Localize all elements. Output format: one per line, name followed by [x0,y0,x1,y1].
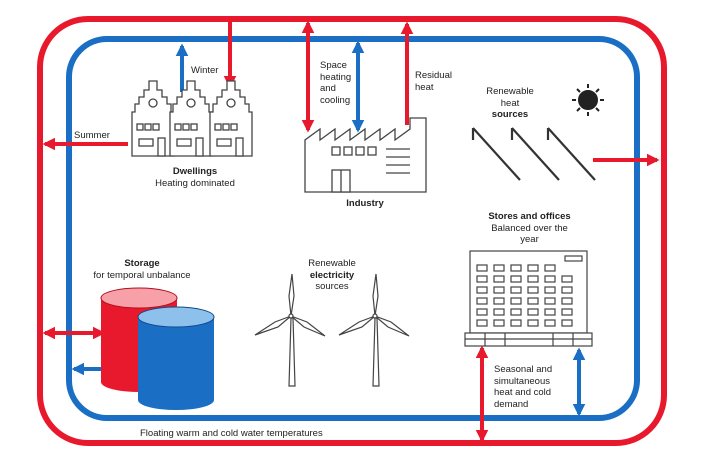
industry-illustration [304,117,427,193]
office-window [476,275,488,283]
cold-water-loop [66,36,640,421]
office-window [561,297,573,305]
office-window [476,286,488,294]
office-window [476,297,488,305]
office-window [527,264,539,272]
office-window [493,308,505,316]
winter-label: Winter [191,65,219,76]
dwellings-illustration [131,80,253,157]
office-building-illustration [464,250,593,347]
office-window [544,319,556,327]
storage-tanks-illustration [100,287,215,410]
office-window [510,319,522,327]
office-window [527,297,539,305]
stores-offices-label: Stores and offices Balanced over the yea… [488,211,571,245]
office-window [544,264,556,272]
office-window [527,286,539,294]
office-window [493,286,505,294]
office-window [561,286,573,294]
solar-collectors-illustration [471,127,596,181]
office-window [561,319,573,327]
office-window [493,264,505,272]
office-window [493,319,505,327]
office-window [561,308,573,316]
office-window [510,308,522,316]
office-window [510,297,522,305]
dwellings-label: Dwellings Heating dominated [155,166,235,189]
summer-label: Summer [74,130,110,141]
warm-water-loop [37,16,667,446]
office-window [527,319,539,327]
office-window [510,286,522,294]
office-window [476,319,488,327]
office-window [544,286,556,294]
office-window [493,275,505,283]
storage-label: Storage for temporal unbalance [93,258,191,281]
floating-temperatures-label: Floating warm and cold water temperature… [140,428,323,439]
renewable-heat-label: Renewable heat sources [486,86,534,120]
seasonal-demand-label: Seasonal and simultaneous heat and cold … [494,364,553,410]
office-window [544,297,556,305]
office-window [544,275,556,283]
office-window [510,264,522,272]
office-window [527,308,539,316]
office-window [510,275,522,283]
industry-label: Industry [346,198,384,209]
office-window [476,264,488,272]
office-window [476,308,488,316]
residual-heat-label: Residual heat [415,70,452,93]
wind-turbines-illustration [254,273,410,387]
renewable-electricity-label: Renewable electricity sources [308,258,356,292]
office-window [493,297,505,305]
space-heating-label: Space heating and cooling [320,60,352,106]
office-window [527,275,539,283]
office-window [561,275,573,283]
office-window [544,308,556,316]
sun-icon [572,84,604,116]
